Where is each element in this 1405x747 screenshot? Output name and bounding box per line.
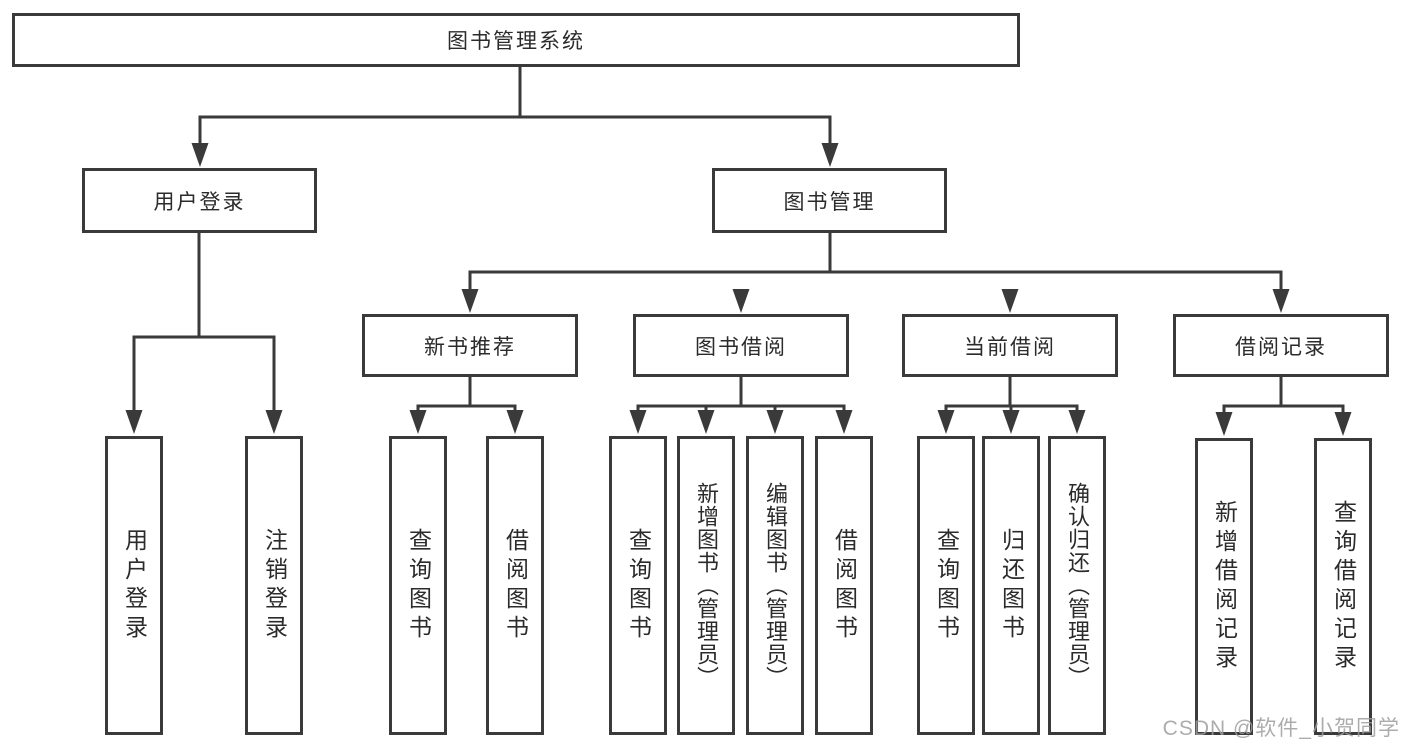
node-label: 编辑图书（管理员） — [763, 482, 788, 689]
node-box-borrowing-records: 借阅记录 — [1173, 314, 1389, 377]
leaf-box-query-books: 查询图书 — [609, 436, 667, 735]
node-label: 借阅记录 — [1235, 335, 1327, 359]
leaf-box-logout: 注销登录 — [245, 436, 303, 735]
leaf-box-add-books-admin: 新增图书（管理员） — [677, 436, 735, 735]
node-box-current-borrowing: 当前借阅 — [902, 314, 1118, 377]
node-label: 查询图书 — [405, 527, 432, 644]
node-label: 当前借阅 — [964, 335, 1056, 359]
leaf-box-confirm-return-admin: 确认归还（管理员） — [1048, 436, 1106, 735]
node-label: 借阅图书 — [502, 527, 529, 644]
leaf-box-query-books: 查询图书 — [389, 436, 447, 735]
leaf-box-user-login: 用户登录 — [105, 436, 163, 735]
node-label: 查询借阅记录 — [1330, 499, 1357, 674]
node-label: 用户登录 — [153, 190, 246, 214]
node-label: 新书推荐 — [424, 335, 516, 359]
node-label: 查询图书 — [625, 527, 652, 644]
node-label: 注销登录 — [261, 527, 288, 644]
leaf-box-borrow-books: 借阅图书 — [486, 436, 544, 735]
csdn-watermark: CSDN @软件_小贺同学 — [1162, 717, 1400, 740]
node-box-book-management: 图书管理 — [712, 168, 947, 233]
node-label: 确认归还（管理员） — [1065, 482, 1090, 689]
leaf-box-return-books: 归还图书 — [982, 436, 1040, 735]
leaf-box-borrow-books: 借阅图书 — [815, 436, 873, 735]
leaf-box-edit-books-admin: 编辑图书（管理员） — [746, 436, 804, 735]
node-label: 查询图书 — [933, 527, 960, 644]
node-box-book-borrowing: 图书借阅 — [633, 314, 849, 377]
leaf-box-add-borrow-record: 新增借阅记录 — [1195, 438, 1253, 735]
node-box-user-login: 用户登录 — [82, 168, 317, 233]
node-label: 借阅图书 — [831, 527, 858, 644]
node-label: 新增图书（管理员） — [694, 482, 719, 689]
leaf-box-query-books: 查询图书 — [917, 436, 975, 735]
node-label: 图书管理 — [783, 190, 876, 214]
node-box-new-book-recommend: 新书推荐 — [362, 314, 578, 377]
node-label: 图书管理系统 — [447, 30, 585, 53]
node-label: 图书借阅 — [695, 335, 787, 359]
leaf-box-query-borrow-record: 查询借阅记录 — [1314, 438, 1372, 735]
node-label: 新增借阅记录 — [1211, 499, 1238, 674]
node-box-library-management-system: 图书管理系统 — [12, 13, 1020, 67]
node-label: 归还图书 — [998, 527, 1025, 644]
node-label: 用户登录 — [121, 527, 148, 644]
